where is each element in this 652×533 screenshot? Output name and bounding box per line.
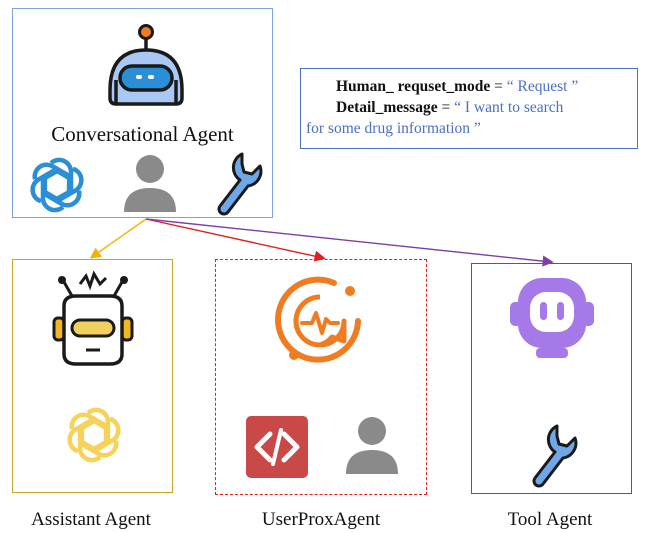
detail-line: Detail_message = “ I want to search xyxy=(336,99,563,117)
wrench-icon-2 xyxy=(527,422,579,488)
openai-logo-icon xyxy=(24,152,90,218)
mode-line: Human_ requset_mode = “ Request ” xyxy=(336,78,578,96)
arrow-to-userproxy xyxy=(145,218,326,262)
tool-agent-box xyxy=(471,263,632,494)
conversational-agent-title: Conversational Agent xyxy=(51,122,234,146)
wrench-icon xyxy=(212,150,264,216)
assistant-agent-box xyxy=(12,259,173,493)
conversational-agent-box xyxy=(12,8,273,218)
arrow-to-assistant xyxy=(89,218,147,259)
userprox-agent-label: UserProxAgent xyxy=(261,509,381,530)
detail-value-1: “ I want to search xyxy=(454,99,564,116)
detail-line-2: for some drug information ” xyxy=(306,120,481,138)
mode-key: Human_ requset_mode xyxy=(336,78,491,95)
detail-value-2: for some drug information ” xyxy=(306,120,481,137)
user-icon xyxy=(120,152,180,214)
chat-pulse-icon xyxy=(274,275,366,367)
openai-logo-icon-yellow xyxy=(61,402,127,468)
tool-agent-label: Tool Agent xyxy=(507,509,593,530)
assistant-agent-label: Assistant Agent xyxy=(31,509,151,530)
user-icon-2 xyxy=(342,414,402,476)
message-box xyxy=(300,68,638,149)
detail-equals: = xyxy=(437,99,455,116)
robot-face-icon xyxy=(506,272,598,364)
arrow-to-tool xyxy=(145,218,554,267)
detail-key: Detail_message xyxy=(336,99,438,116)
robot-antenna-icon xyxy=(50,270,136,370)
userprox-agent-box xyxy=(215,259,427,495)
code-icon xyxy=(246,416,308,478)
mode-value: “ Request ” xyxy=(506,78,579,95)
mode-equals: = xyxy=(490,78,507,95)
robot-head-icon xyxy=(100,20,192,120)
